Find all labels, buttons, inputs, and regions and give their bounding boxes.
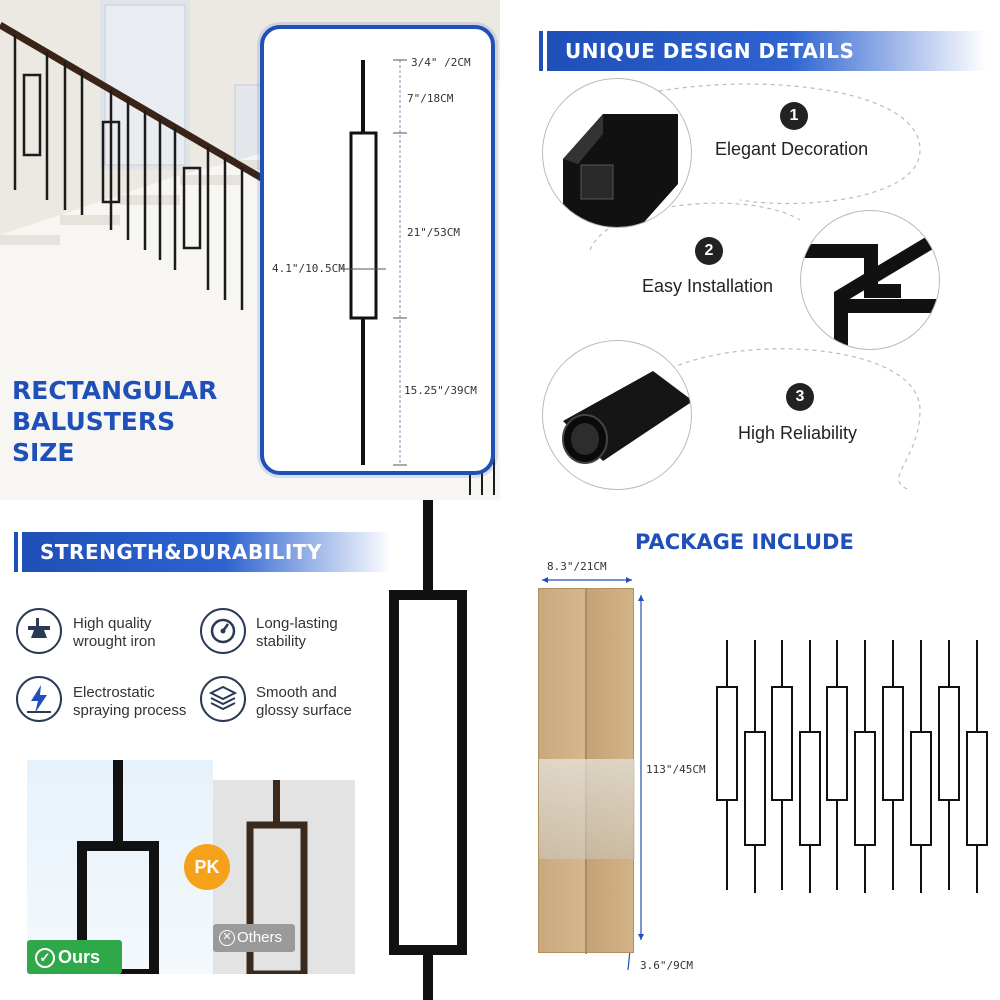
dashed-guides: [589, 83, 921, 491]
feature-smooth: Smooth and glossy surface: [256, 684, 352, 720]
feature-badge-2: 2: [695, 237, 723, 265]
large-baluster: [389, 500, 467, 1000]
feature-wrought-iron: High quality wrought iron: [73, 615, 156, 651]
others-text: Others: [237, 929, 283, 946]
round-tube-photo: [542, 340, 692, 490]
design-banner: UNIQUE DESIGN DETAILS: [539, 31, 987, 71]
ours-photo: [27, 760, 213, 979]
ours-text: Ours: [58, 947, 101, 967]
packing-tape: [539, 759, 635, 859]
others-label: ✕Others: [213, 924, 295, 952]
feature-label-1: Elegant Decoration: [715, 139, 869, 159]
design-panel: UNIQUE DESIGN DETAILS 1 Elegant Deco: [500, 0, 1000, 500]
feature-electrostatic: Electrostatic spraying process: [73, 684, 186, 720]
feature-wrought-iron-line2: wrought iron: [73, 633, 156, 650]
package-panel: PACKAGE INCLUDE 8.3"/21CM 113"/45CM 3.6"…: [500, 500, 1000, 1000]
baluster-set-illustration: [716, 640, 988, 893]
box-dim-depth: 3.6"/9CM: [640, 959, 693, 972]
anvil-icon: [16, 608, 62, 654]
x-icon: ✕: [219, 930, 235, 947]
size-title-line1: RECTANGULAR: [12, 376, 218, 405]
feature-stability: Long-lasting stability: [256, 615, 338, 651]
pk-badge: PK: [184, 844, 230, 890]
lightning-icon: [16, 676, 62, 722]
box-dimension-lines: [542, 577, 644, 971]
feature-badge-1: 1: [780, 102, 808, 130]
feature-electrostatic-line2: spraying process: [73, 702, 187, 719]
dim-lower: 15.25"/39CM: [404, 384, 477, 397]
dim-top: 3/4" /2CM: [411, 56, 471, 69]
strength-banner: STRENGTH&DURABILITY: [14, 532, 392, 572]
square-tube-photo: [542, 78, 692, 228]
size-panel: RECTANGULAR BALUSTERS SIZE 3/4" /2CM 7"/…: [0, 0, 500, 500]
box-dim-width: 8.3"/21CM: [547, 560, 607, 573]
ours-label: ✓Ours: [27, 940, 122, 974]
strength-panel: STRENGTH&DURABILITY High quality wrought…: [0, 500, 500, 1000]
baluster-diagram: [340, 59, 407, 466]
feature-smooth-line2: glossy surface: [256, 702, 352, 719]
size-title-line3: SIZE: [12, 438, 75, 467]
feature-stability-line2: stability: [256, 633, 307, 650]
box-dim-height: 113"/45CM: [646, 763, 706, 776]
baluster-set: [716, 640, 988, 893]
feature-label-3: High Reliability: [738, 423, 858, 443]
layers-icon: [200, 676, 246, 722]
corner-joint-photo: [800, 210, 940, 350]
package-title: PACKAGE INCLUDE: [635, 530, 854, 554]
dim-width: 4.1"/10.5CM: [272, 262, 345, 275]
feature-electrostatic-line1: Electrostatic: [73, 684, 155, 701]
feature-stability-line1: Long-lasting: [256, 615, 338, 632]
gauge-icon: [200, 608, 246, 654]
feature-badge-3: 3: [786, 383, 814, 411]
dim-upper: 7"/18CM: [407, 92, 454, 105]
feature-wrought-iron-line1: High quality: [73, 615, 152, 632]
feature-label-2: Easy Installation: [642, 276, 774, 296]
size-title-line2: BALUSTERS: [12, 407, 176, 436]
dim-rect: 21"/53CM: [407, 226, 460, 239]
cardboard-box: [538, 588, 635, 954]
feature-smooth-line1: Smooth and: [256, 684, 337, 701]
size-title: RECTANGULAR BALUSTERS SIZE: [12, 375, 217, 468]
check-icon: ✓: [35, 948, 55, 969]
